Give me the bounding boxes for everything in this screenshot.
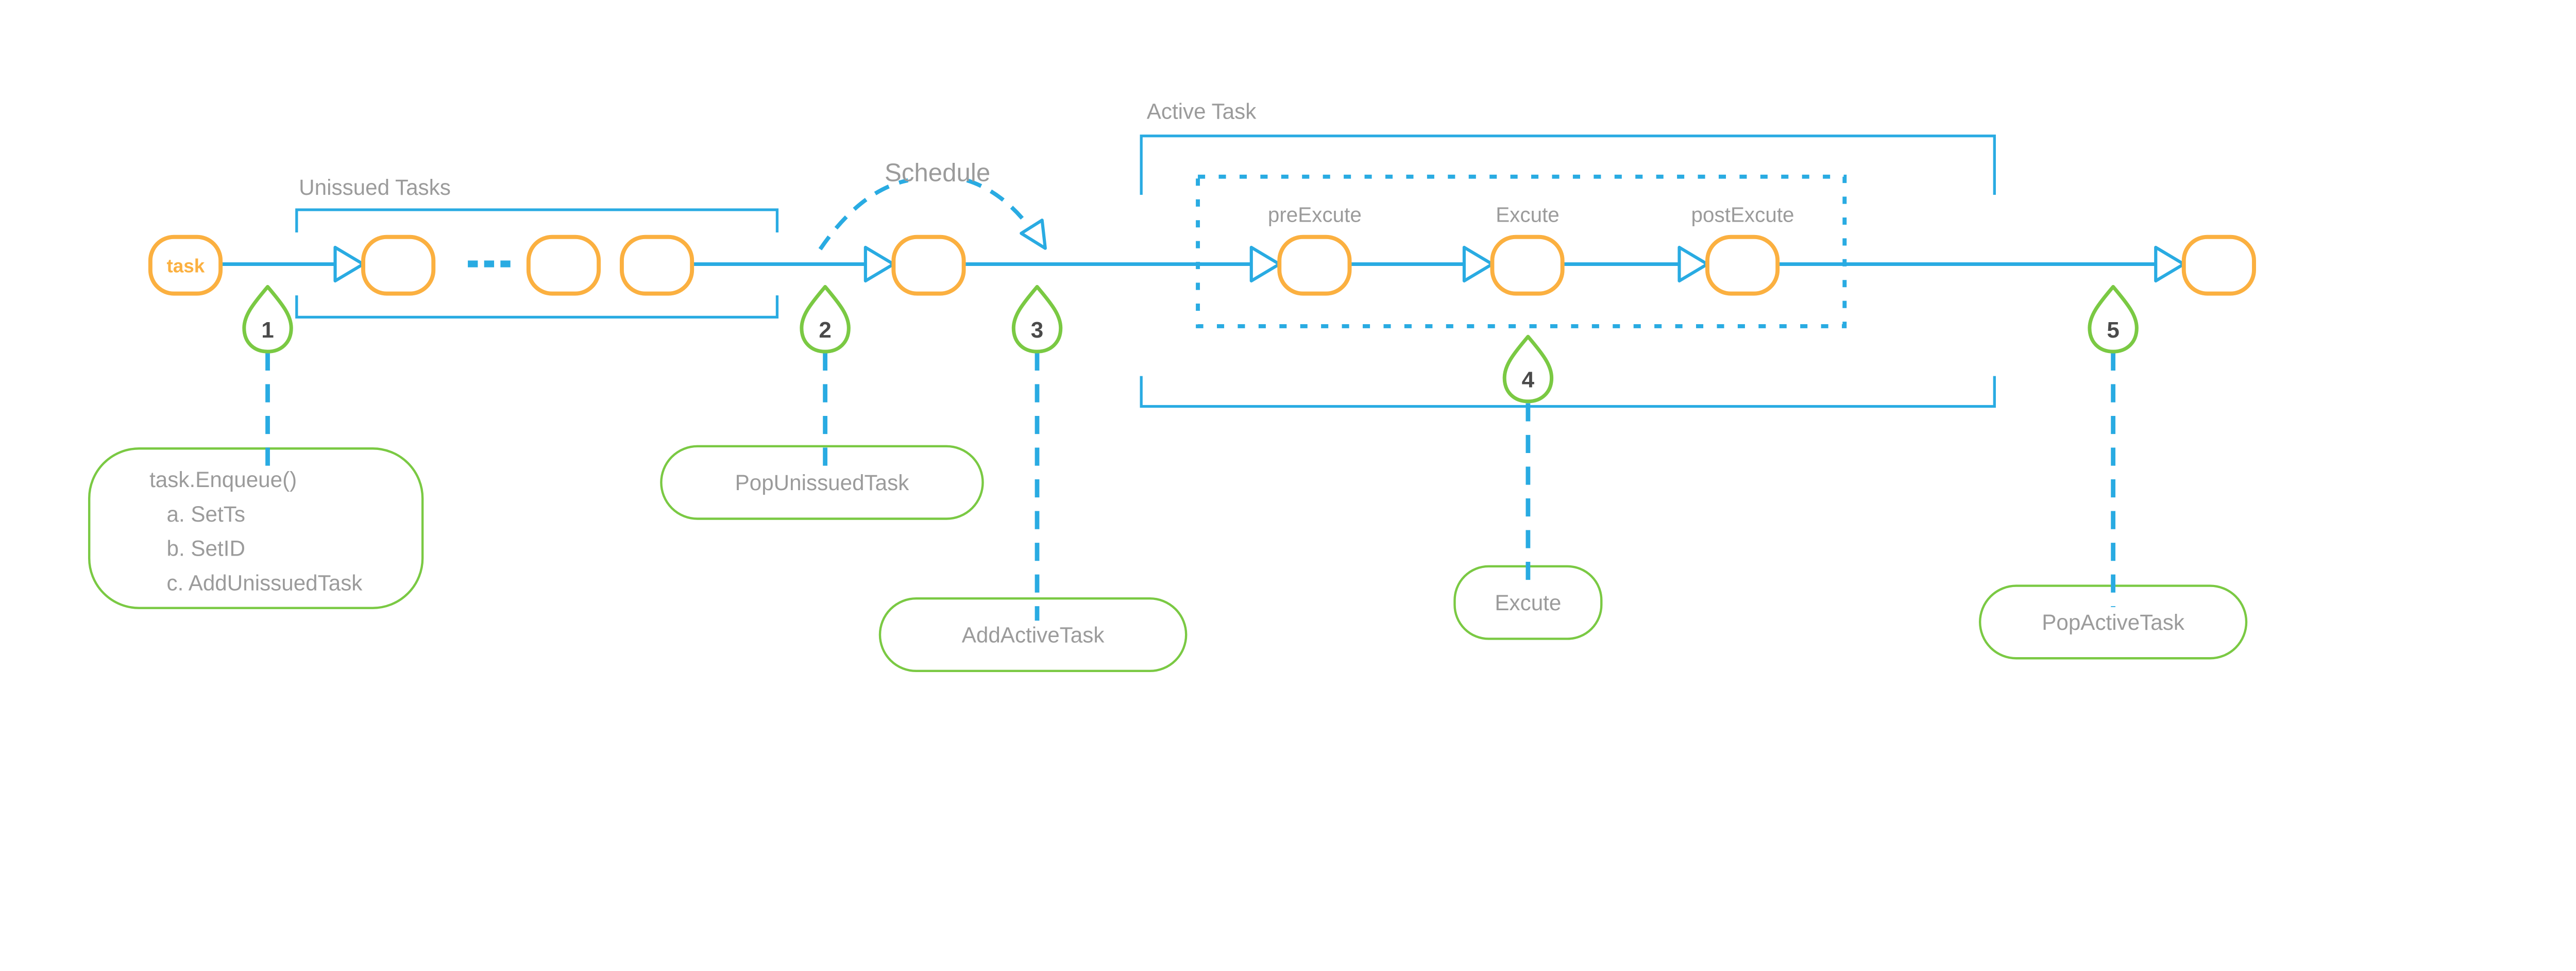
unissued-queue-node-2 <box>526 235 601 296</box>
marker-1-number: 1 <box>261 317 274 343</box>
excute-node <box>1490 235 1565 296</box>
post-excute-node <box>1705 235 1780 296</box>
marker-2-number: 2 <box>819 317 831 343</box>
pre-excute-node <box>1277 235 1352 296</box>
enqueue-line-4: c. AddUnissuedTask <box>166 571 363 595</box>
task-scheduling-diagram: 1 2 3 4 5 Unissued Tasks Schedule Active… <box>88 99 2256 673</box>
arrowhead-icon <box>1462 245 1494 283</box>
excute-label: Excute <box>1496 203 1560 227</box>
marker-connectors <box>265 352 2116 621</box>
pop-unissued-callout-box <box>660 445 984 520</box>
marker-5-number: 5 <box>2107 317 2119 343</box>
pop-active-label: PopActiveTask <box>2042 610 2185 634</box>
schedule-node <box>891 235 966 296</box>
unissued-tasks-bracket-bottom <box>295 295 779 319</box>
marker-1-pin <box>242 284 293 354</box>
schedule-arc-left <box>818 178 909 250</box>
enqueue-line-1: task.Enqueue() <box>149 467 297 492</box>
queue-ellipsis-dots <box>468 260 511 267</box>
flow-arrowheads <box>333 245 2185 283</box>
add-active-callout-box <box>878 597 1188 673</box>
unissued-tasks-label: Unissued Tasks <box>299 175 451 199</box>
unissued-queue-node-1 <box>361 235 436 296</box>
marker-4-pin <box>1502 334 1554 404</box>
schedule-arc <box>818 178 1047 250</box>
task-node <box>148 235 223 296</box>
unissued-queue-node-3 <box>619 235 694 296</box>
marker-5-pin <box>2088 284 2139 354</box>
flow-nodes <box>148 235 2256 296</box>
schedule-arc-arrowhead-icon <box>1020 219 1047 250</box>
active-task-bracket-top <box>1140 135 1996 195</box>
arrowhead-icon <box>2154 245 2185 283</box>
arrowhead-icon <box>1677 245 1709 283</box>
callout-boxes <box>88 445 2248 673</box>
marker-3-pin <box>1011 284 1063 354</box>
unissued-tasks-bracket-top <box>295 208 779 232</box>
schedule-label: Schedule <box>885 159 990 187</box>
enqueue-callout-text: task.Enqueue() a. SetTs b. SetID c. AddU… <box>149 467 363 595</box>
excute-callout-label: Excute <box>1495 591 1561 615</box>
post-excute-label: postExcute <box>1691 203 1794 227</box>
arrowhead-icon <box>863 245 895 283</box>
step-markers: 1 2 3 4 5 <box>242 284 2139 404</box>
active-task-bracket-bottom <box>1140 376 1996 408</box>
ellipsis-dot <box>468 260 478 267</box>
add-active-label: AddActiveTask <box>962 623 1105 647</box>
marker-3-number: 3 <box>1031 317 1043 343</box>
task-node-label: task <box>166 255 205 276</box>
pre-excute-label: preExcute <box>1268 203 1362 227</box>
active-task-label: Active Task <box>1147 99 1257 123</box>
arrowhead-icon <box>333 245 365 283</box>
enqueue-callout-box <box>88 447 424 609</box>
arrowhead-icon <box>1249 245 1281 283</box>
done-node <box>2181 235 2256 296</box>
marker-4-number: 4 <box>1522 367 1535 393</box>
ellipsis-dot <box>500 260 511 267</box>
marker-2-pin <box>800 284 851 354</box>
pop-unissued-label: PopUnissuedTask <box>735 471 910 495</box>
diagram-canvas: 1 2 3 4 5 Unissued Tasks Schedule Active… <box>88 99 2256 673</box>
enqueue-line-2: a. SetTs <box>166 502 245 526</box>
enqueue-line-3: b. SetID <box>166 537 245 561</box>
ellipsis-dot <box>484 260 495 267</box>
